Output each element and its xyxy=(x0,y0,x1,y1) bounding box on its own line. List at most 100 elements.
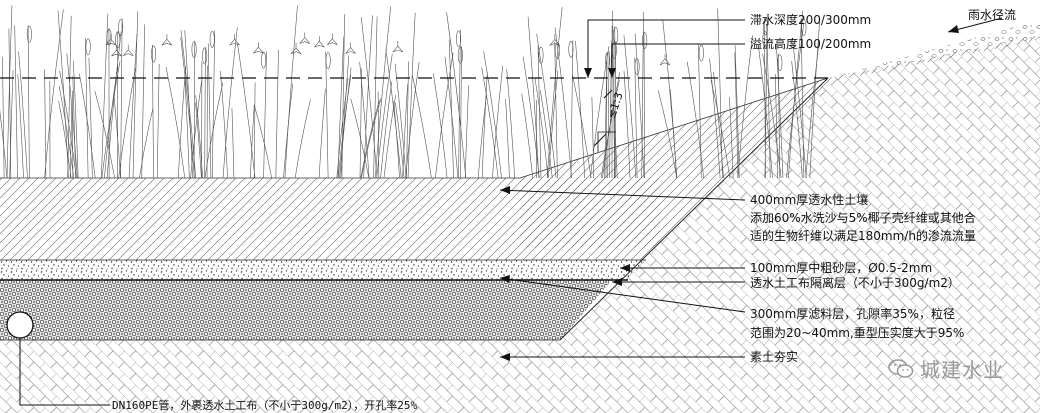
cattail-head xyxy=(191,41,197,58)
watermark: 城建水业 xyxy=(888,354,1004,383)
subgrade-label: 素土夯实 xyxy=(750,350,799,364)
sand-layer xyxy=(0,260,646,280)
reed-blade xyxy=(492,65,504,179)
reed-blade xyxy=(141,24,145,179)
reed-blade xyxy=(113,92,121,179)
reed-blade xyxy=(341,14,345,179)
cattail-stem xyxy=(537,46,542,179)
cattail-head xyxy=(605,52,611,69)
iris-flower xyxy=(122,44,134,57)
reed-blade xyxy=(337,75,352,179)
reed-blade xyxy=(128,33,138,179)
reed-blade xyxy=(339,67,352,179)
reed-blade xyxy=(8,28,12,179)
reed-blade xyxy=(177,66,187,179)
reed-blade xyxy=(207,43,212,179)
reed-blade xyxy=(190,76,203,179)
reed-blade xyxy=(554,27,572,179)
cattail-head xyxy=(777,54,783,72)
cattail-stem xyxy=(204,46,206,179)
cattail-head xyxy=(202,47,208,65)
cattail-stem xyxy=(152,44,154,179)
reed-blade xyxy=(605,52,608,179)
reed-blade xyxy=(373,16,378,179)
reed-blade xyxy=(540,90,553,179)
cattail-head xyxy=(568,41,574,58)
cattail-stem xyxy=(800,18,805,179)
reed-blade xyxy=(156,63,160,179)
reed-blade xyxy=(2,56,5,179)
reed-blade xyxy=(180,37,195,179)
reed-blade xyxy=(360,17,378,179)
reed-blade xyxy=(363,15,373,179)
runoff-pebbles xyxy=(828,20,1040,78)
reed-blade xyxy=(809,18,821,179)
runoff-label: 雨水径流 xyxy=(968,8,1017,22)
arrow-heads xyxy=(500,25,959,361)
reed-blade xyxy=(383,94,396,179)
sand-label: 100mm厚中粗砂层，Ø0.5-2mm xyxy=(750,261,933,275)
reed-blade xyxy=(6,5,13,179)
reed-blade xyxy=(360,99,380,179)
reed-blade xyxy=(359,68,362,179)
reed-blade xyxy=(709,58,721,179)
reed-blade xyxy=(406,61,409,179)
reed-blade xyxy=(58,100,72,179)
reed-blade xyxy=(237,43,256,179)
cattail-head xyxy=(634,58,640,75)
filter-layer xyxy=(0,280,612,340)
cattail-head xyxy=(456,30,462,48)
reed-blade xyxy=(44,69,47,179)
reed-blade xyxy=(394,63,407,179)
reed-blade xyxy=(94,90,115,179)
reed-blade xyxy=(195,95,204,179)
iris-flower xyxy=(229,34,240,46)
reed-blade xyxy=(634,33,645,179)
reed-blade xyxy=(481,67,499,179)
cattail-stem xyxy=(614,26,616,179)
reed-blade xyxy=(375,6,392,179)
reed-blade xyxy=(481,71,488,179)
reed-blade xyxy=(17,73,24,179)
reed-blade xyxy=(73,61,79,179)
planting-soil-layer xyxy=(0,178,660,260)
iris-flower xyxy=(105,34,117,46)
reed-blade xyxy=(165,66,186,179)
reed-blade xyxy=(0,109,8,179)
reed-blade xyxy=(483,51,502,179)
reed-blade xyxy=(393,101,400,179)
reed-blade xyxy=(253,82,256,179)
reed-blade xyxy=(590,46,610,179)
cattail-head xyxy=(698,44,704,62)
reed-blade xyxy=(604,60,608,179)
cattail-head xyxy=(115,31,121,49)
reed-blade xyxy=(522,56,540,179)
reed-blade xyxy=(380,81,393,179)
cattail-stem xyxy=(634,57,638,179)
reed-blade xyxy=(361,98,382,179)
reed-blade xyxy=(88,57,93,179)
iris-flower xyxy=(392,41,404,53)
filter-label-line2: 范围为20~40mm,重型压实度大于95% xyxy=(750,326,965,340)
subgrade-layer xyxy=(0,38,1040,413)
cattail-head xyxy=(762,18,768,36)
watermark-text: 城建水业 xyxy=(920,358,1004,382)
reed-blade xyxy=(412,74,432,179)
cattail-head xyxy=(151,45,157,63)
soil-label-line2: 添加60%水洗沙与5%椰子壳纤维或其他合 xyxy=(750,211,976,225)
reed-blade xyxy=(506,69,515,179)
cattail-stem xyxy=(554,41,558,179)
reed-blade xyxy=(609,40,612,179)
reed-blade xyxy=(791,61,803,179)
pipe-label: DN160PE管，外裹透水土工布（不小于300g/m2），开孔率25% xyxy=(112,399,418,412)
reed-blade xyxy=(775,44,784,179)
reed-blade xyxy=(527,16,540,179)
reed-blade xyxy=(106,31,122,179)
cattail-head xyxy=(538,46,544,64)
reed-blade xyxy=(59,70,77,179)
cattail-head xyxy=(26,26,32,43)
reed-blade xyxy=(231,107,235,179)
reed-blade xyxy=(737,35,753,179)
cattail-head xyxy=(261,51,267,69)
